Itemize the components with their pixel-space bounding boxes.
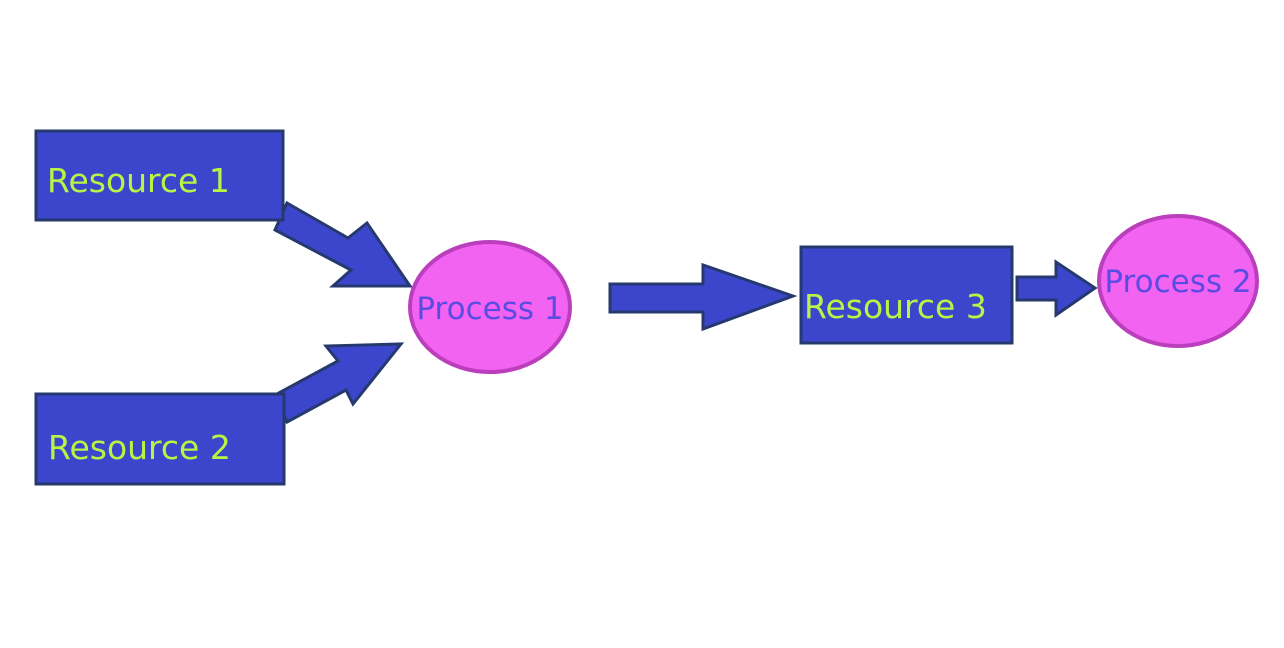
- resource-1-label: Resource 1: [47, 161, 230, 200]
- process-1-label: Process 1: [416, 291, 563, 327]
- arrow-resource2-to-process1: [273, 342, 405, 425]
- arrow-resource1-to-process1: [273, 200, 413, 288]
- resource-1-node: Resource 1: [34, 129, 285, 222]
- resource-2-label: Resource 2: [48, 428, 231, 467]
- arrow-process1-to-resource3: [608, 262, 798, 332]
- process-2-label: Process 2: [1104, 264, 1251, 300]
- process-2-node: Process 2: [1097, 214, 1259, 348]
- resource-3-node: Resource 3: [799, 245, 1014, 345]
- resource-2-node: Resource 2: [34, 392, 286, 486]
- process-1-node: Process 1: [408, 240, 572, 374]
- resource-3-label: Resource 3: [804, 287, 987, 326]
- arrow-resource3-to-process2: [1015, 259, 1098, 318]
